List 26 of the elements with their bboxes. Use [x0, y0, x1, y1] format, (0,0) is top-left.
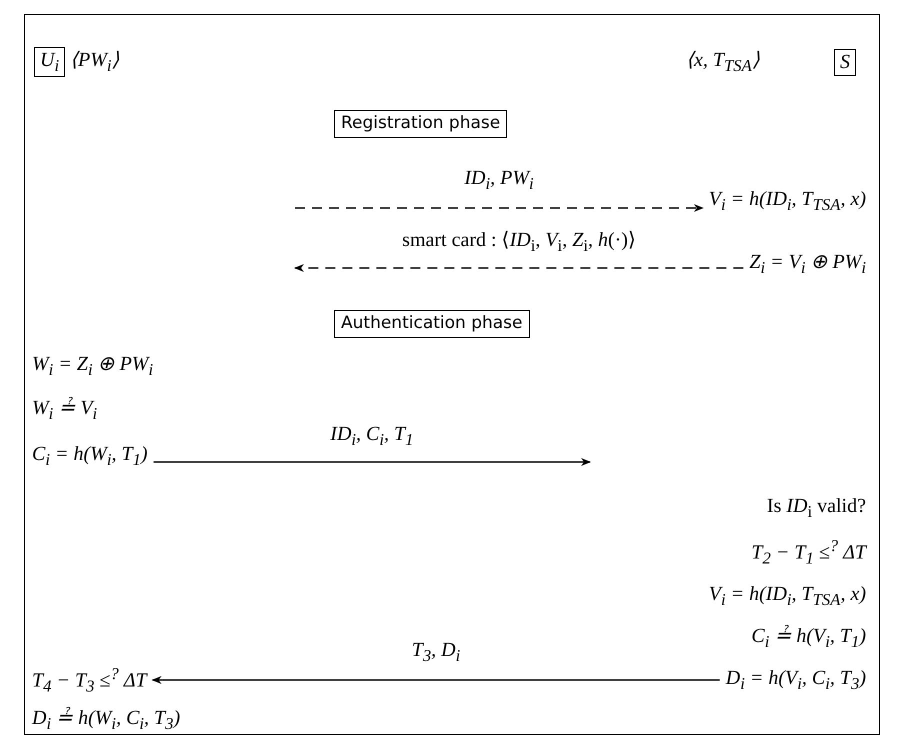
- party-box: S: [834, 48, 856, 76]
- formula-text: V$_{i}$ = h(ID$_{i}$, T$_{TSA}$, x): [708, 583, 866, 610]
- edge-label: ID$_{i}$, PW$_{i}$: [464, 167, 534, 194]
- formula-text: ⟨PW$_{i}$⟩: [70, 49, 120, 76]
- formula-text: T$_{2}$ − T$_{1}$ ≤$^{?}$ ΔT: [751, 536, 866, 568]
- formula-text: C$_{i}$ ≟ h(V$_{i}$, T$_{1}$): [751, 625, 866, 652]
- formula-text: Is ID$_{i}$ valid?: [766, 495, 866, 522]
- message-arrow: [154, 458, 591, 466]
- formula-text: W$_{i}$ = Z$_{i}$ ⊕ PW$_{i}$: [32, 353, 154, 380]
- formula-text: ⟨x, T$_{TSA}$⟩: [686, 49, 760, 76]
- message-arrow: [294, 264, 744, 272]
- phase-box: Authentication phase: [334, 310, 530, 338]
- phase-box: Registration phase: [334, 110, 508, 138]
- party-box: U$_{i}$: [34, 47, 66, 78]
- formula-text: W$_{i}$ ≟ V$_{i}$: [32, 397, 98, 424]
- message-arrow: [152, 676, 720, 684]
- edge-label: T$_{3}$, D$_{i}$: [412, 639, 460, 666]
- formula-text: D$_{i}$ ≟ h(W$_{i}$, C$_{i}$, T$_{3}$): [32, 707, 180, 734]
- formula-text: C$_{i}$ = h(W$_{i}$, T$_{1}$): [32, 443, 148, 470]
- formula-text: Z$_{i}$ = V$_{i}$ ⊕ PW$_{i}$: [749, 251, 866, 278]
- edge-label: smart card : ⟨ID$_{i}$, V$_{i}$, Z$_{i}$, h(·)⟩: [402, 229, 636, 256]
- formula-text: D$_{i}$ = h(V$_{i}$, C$_{i}$, T$_{3}$): [726, 667, 866, 694]
- formula-text: T$_{4}$ − T$_{3}$ ≤$^{?}$ ΔT: [32, 664, 147, 696]
- edge-label: ID$_{i}$, C$_{i}$, T$_{1}$: [330, 423, 414, 450]
- message-arrow: [295, 204, 704, 212]
- formula-text: V$_{i}$ = h(ID$_{i}$, T$_{TSA}$, x): [708, 188, 866, 214]
